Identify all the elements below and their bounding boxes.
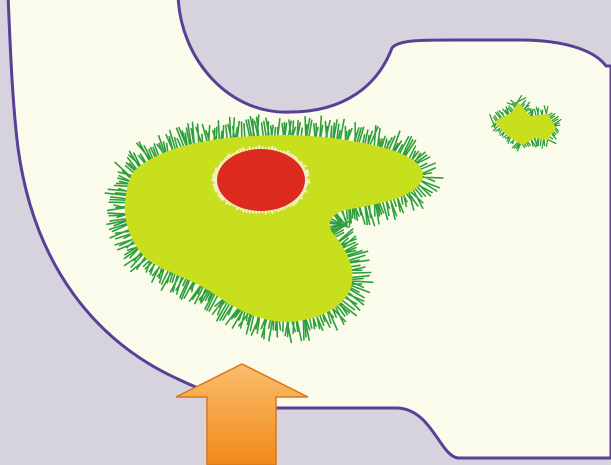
red-core-fill: [217, 149, 305, 211]
